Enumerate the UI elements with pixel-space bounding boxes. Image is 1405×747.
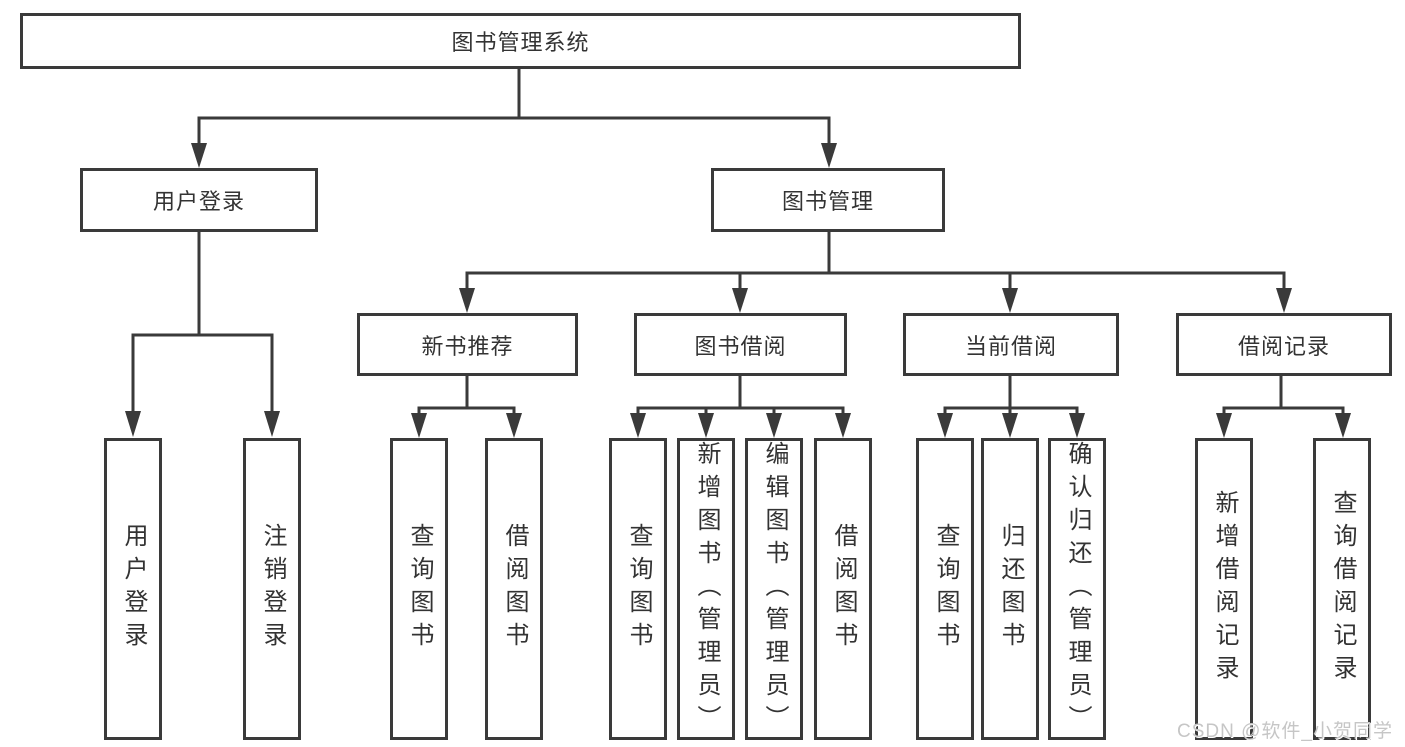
leaf-return-book: 归还图书 [981, 438, 1039, 740]
connector-login [125, 232, 280, 437]
leaf-confirm-return-admin-label: 确认归还（管理员） [1064, 440, 1091, 738]
leaf-user-login: 用户登录 [104, 438, 162, 740]
leaf-borrow-book-1-label: 借阅图书 [501, 523, 528, 655]
leaf-edit-book-admin-label: 编辑图书（管理员） [761, 440, 788, 738]
leaf-add-book-admin: 新增图书（管理员） [677, 438, 735, 740]
leaf-add-borrow-record: 新增借阅记录 [1195, 438, 1253, 740]
node-book-borrow: 图书借阅 [634, 313, 847, 376]
leaf-add-borrow-record-label: 新增借阅记录 [1211, 490, 1238, 688]
leaf-query-borrow-record: 查询借阅记录 [1313, 438, 1371, 740]
connector-root [191, 69, 837, 168]
node-borrow-records-label: 借阅记录 [1237, 333, 1330, 359]
leaf-add-book-admin-label: 新增图书（管理员） [693, 440, 720, 738]
leaf-borrow-book-2: 借阅图书 [814, 438, 872, 740]
leaf-query-book-2: 查询图书 [609, 438, 667, 740]
leaf-query-book-3-label: 查询图书 [932, 523, 959, 655]
leaf-logout-label: 注销登录 [259, 523, 286, 655]
node-book-manage-label: 图书管理 [781, 189, 874, 214]
leaf-return-book-label: 归还图书 [997, 523, 1024, 655]
leaf-query-borrow-record-label: 查询借阅记录 [1329, 490, 1356, 688]
leaf-borrow-book-1: 借阅图书 [485, 438, 543, 740]
node-root-label: 图书管理系统 [451, 30, 590, 55]
connector-current [937, 376, 1085, 438]
leaf-query-book-1-label: 查询图书 [406, 523, 433, 655]
leaf-confirm-return-admin: 确认归还（管理员） [1048, 438, 1106, 740]
connector-newbook [411, 376, 522, 438]
node-user-login-label: 用户登录 [152, 189, 245, 214]
node-user-login: 用户登录 [80, 168, 318, 232]
node-borrow-records: 借阅记录 [1176, 313, 1392, 376]
connector-manage [459, 232, 1292, 313]
node-new-book-recommend: 新书推荐 [357, 313, 578, 376]
leaf-borrow-book-2-label: 借阅图书 [830, 523, 857, 655]
csdn-watermark: CSDN @软件_小贺同学 [1177, 721, 1393, 742]
leaf-query-book-2-label: 查询图书 [625, 523, 652, 655]
node-root: 图书管理系统 [20, 13, 1021, 69]
node-book-borrow-label: 图书借阅 [694, 333, 787, 359]
leaf-user-login-label: 用户登录 [120, 523, 147, 655]
node-current-borrow-label: 当前借阅 [964, 333, 1057, 359]
leaf-query-book-1: 查询图书 [390, 438, 448, 740]
node-current-borrow: 当前借阅 [903, 313, 1119, 376]
connector-records [1216, 376, 1351, 438]
leaf-edit-book-admin: 编辑图书（管理员） [745, 438, 803, 740]
leaf-query-book-3: 查询图书 [916, 438, 974, 740]
leaf-logout: 注销登录 [243, 438, 301, 740]
connector-borrow [630, 376, 851, 438]
node-book-manage: 图书管理 [711, 168, 945, 232]
node-new-book-recommend-label: 新书推荐 [421, 333, 514, 359]
